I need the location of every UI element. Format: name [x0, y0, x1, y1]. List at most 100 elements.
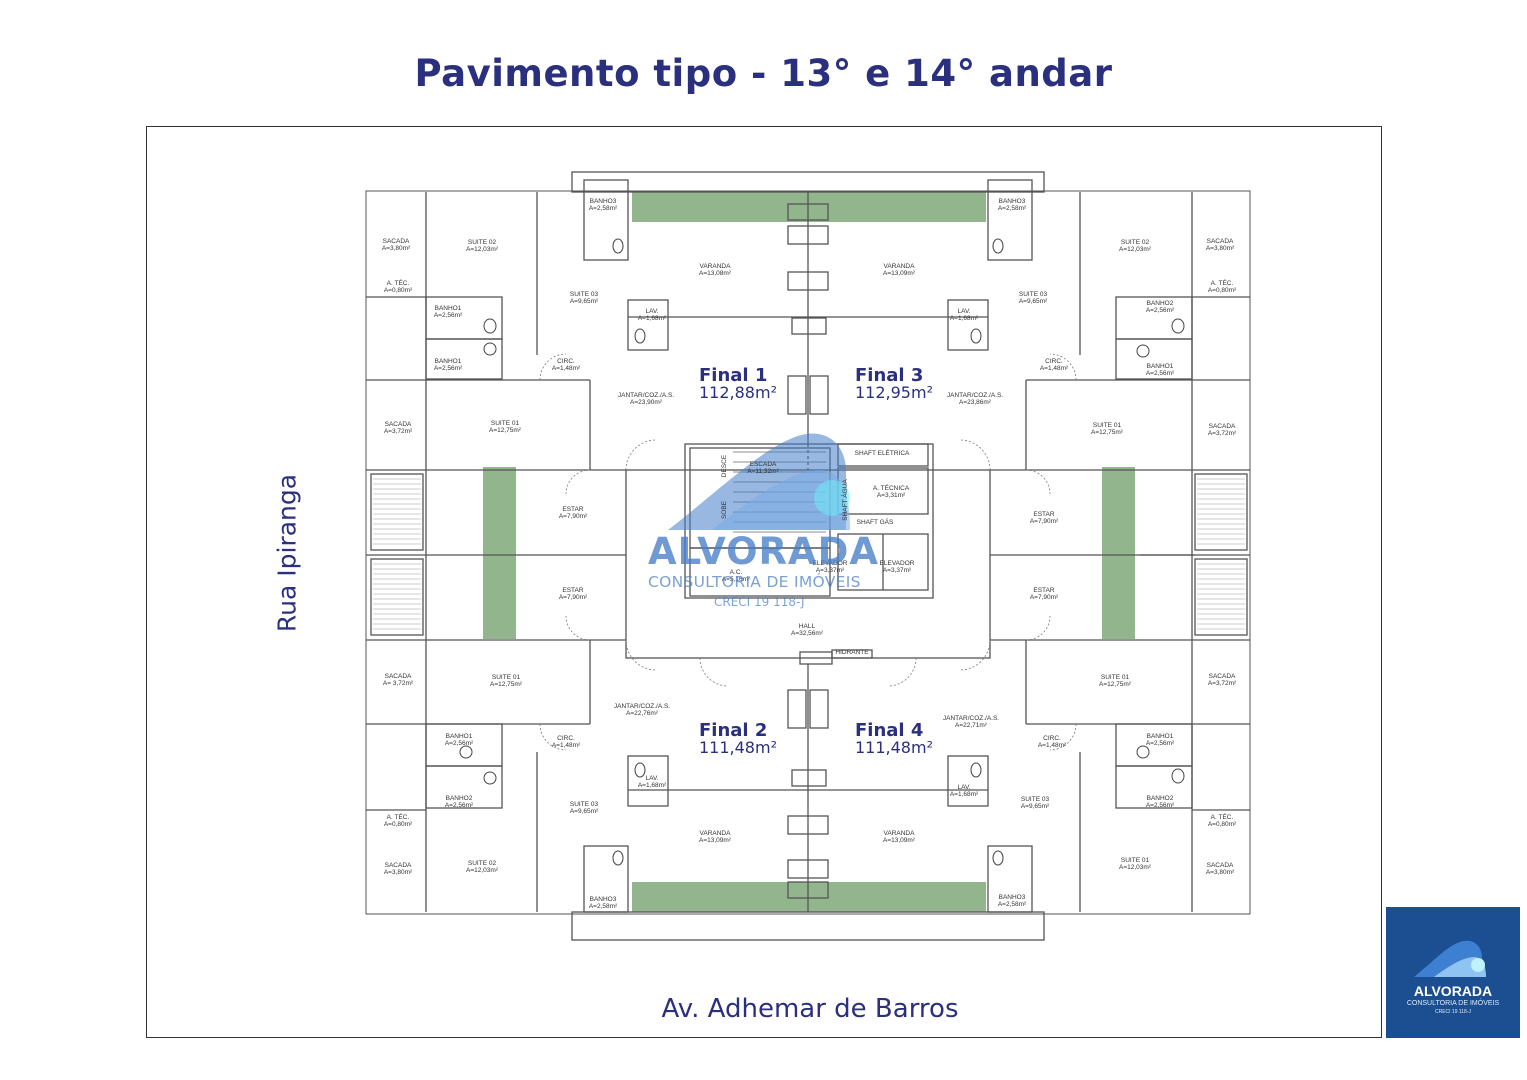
- room-area-23: A=12,75m²: [489, 427, 522, 434]
- room-name-2: BANHO3: [590, 198, 617, 205]
- room-area-18: A=1,48m²: [1040, 365, 1069, 372]
- room-name-18: CIRC.: [1045, 358, 1063, 365]
- room-area-14: A=1,68m²: [950, 315, 979, 322]
- room-area-51: A=2,56m²: [445, 802, 474, 809]
- room-name-10: SUITE 03: [1019, 291, 1048, 298]
- room-area-57: A=13,09m²: [699, 837, 732, 844]
- room-area-47: A=1,48m²: [1038, 742, 1067, 749]
- street-label-left: Rua Ipiranga: [272, 473, 302, 633]
- room-name-39: SACADA: [385, 673, 412, 680]
- room-area-59: A=3,80m²: [384, 869, 413, 876]
- room-area-52: A=2,56m²: [1146, 802, 1175, 809]
- room-name-41: SUITE 01: [1101, 674, 1130, 681]
- room-area-49: A=1,68m²: [638, 782, 667, 789]
- green-planters: [483, 192, 1135, 912]
- room-name-11: A. TÉC.: [1211, 278, 1234, 287]
- room-area-43: A=22,76m²: [626, 710, 659, 717]
- room-name-12: BANHO1: [435, 305, 462, 312]
- room-area-0: A=3,80m²: [382, 245, 411, 252]
- room-area-41: A=12,75m²: [1099, 681, 1132, 688]
- room-area-24: A=12,75m²: [1091, 429, 1124, 436]
- unit-area-0: 112,88m²: [699, 383, 777, 402]
- room-area-30: A=7,90m²: [559, 513, 588, 520]
- room-name-53: SUITE 03: [570, 801, 599, 808]
- room-area-32: A=5,16m²: [722, 576, 751, 583]
- room-name-26: ESCADA: [750, 461, 777, 468]
- room-area-63: A=2,58m²: [589, 903, 618, 910]
- unit-area-3: 111,48m²: [855, 738, 933, 757]
- room-name-9: SUITE 03: [570, 291, 599, 298]
- room-area-50: A=1,68m²: [950, 791, 979, 798]
- room-area-3: A=13,08m²: [699, 270, 732, 277]
- watermark-name: ALVORADA: [648, 530, 880, 573]
- unit-area-1: 112,95m²: [855, 383, 933, 402]
- room-name-46: CIRC.: [557, 735, 575, 742]
- room-area-6: A=12,03m²: [1119, 246, 1152, 253]
- room-name-42: SACADA: [1209, 673, 1236, 680]
- room-name-62: SACADA: [1207, 862, 1234, 869]
- room-name-45: BANHO1: [446, 733, 473, 740]
- room-name-40: SUITE 01: [492, 674, 521, 681]
- room-area-9: A=9,65m²: [570, 298, 599, 305]
- watermark-subtitle: CONSULTORIA DE IMÓVEIS: [648, 573, 861, 591]
- room-area-8: A=0,80m²: [384, 287, 413, 294]
- room-area-64: A=2,58m²: [998, 901, 1027, 908]
- logo-mark-icon: [1414, 940, 1486, 977]
- unit-area-2: 111,48m²: [699, 738, 777, 757]
- room-area-19: A=2,56m²: [1146, 370, 1175, 377]
- room-name-0: SACADA: [383, 238, 410, 245]
- room-area-16: A=2,56m²: [434, 365, 463, 372]
- room-name-44: JANTAR/COZ./A.S.: [943, 715, 999, 722]
- room-name-20: JANTAR/COZ./A.S.: [618, 392, 674, 399]
- room-area-15: A=2,56m²: [1146, 307, 1175, 314]
- watermark-logo: [668, 433, 850, 530]
- room-name-59: SACADA: [385, 862, 412, 869]
- stair-label-2: SHAFT ÁGUA: [840, 479, 849, 521]
- room-name-63: BANHO3: [590, 896, 617, 903]
- room-area-20: A=23,90m²: [630, 399, 663, 406]
- room-area-33: A=3,37m²: [816, 567, 845, 574]
- room-name-6: SUITE 02: [1121, 239, 1150, 246]
- page-title: Pavimento tipo - 13° e 14° andar: [414, 52, 1113, 95]
- room-name-8: A. TÉC.: [387, 278, 410, 287]
- room-area-53: A=9,65m²: [570, 808, 599, 815]
- room-name-36: ESTAR: [1033, 587, 1054, 594]
- room-name-48: BANHO1: [1147, 733, 1174, 740]
- room-area-58: A=13,09m²: [883, 837, 916, 844]
- room-area-21: A=23,86m²: [959, 399, 992, 406]
- room-name-25: SACADA: [1209, 423, 1236, 430]
- room-area-5: A=2,58m²: [998, 205, 1027, 212]
- room-area-44: A=22,71m²: [955, 722, 988, 729]
- room-area-7: A=3,80m²: [1206, 245, 1235, 252]
- room-area-13: A=1,68m²: [638, 315, 667, 322]
- room-name-4: VARANDA: [884, 263, 916, 270]
- room-name-61: SUITE 01: [1121, 857, 1150, 864]
- room-name-58: VARANDA: [884, 830, 916, 837]
- room-area-39: A= 3,72m²: [383, 680, 414, 687]
- room-name-30: ESTAR: [562, 506, 583, 513]
- corner-logo: ALVORADA CONSULTORIA DE IMÓVEIS CRECI 19…: [1386, 907, 1520, 1038]
- room-name-57: VARANDA: [700, 830, 732, 837]
- room-area-26: A=11,32m²: [747, 468, 779, 475]
- room-name-14: LAV.: [957, 308, 970, 315]
- room-name-38: HIDRANTE: [835, 649, 869, 656]
- room-area-56: A=0,80m²: [1208, 821, 1237, 828]
- room-area-25: A=3,72m²: [1208, 430, 1237, 437]
- room-area-4: A=13,09m²: [883, 270, 916, 277]
- corner-logo-creci: CRECI 19 118-J: [1434, 1009, 1472, 1015]
- room-name-16: BANHO1: [435, 358, 462, 365]
- street-label-bottom: Av. Adhemar de Barros: [661, 994, 959, 1024]
- bath-fixtures: [459, 238, 1185, 866]
- corner-logo-name: ALVORADA: [1413, 983, 1493, 999]
- room-name-27: SHAFT ELÉTRICA: [855, 448, 910, 457]
- room-name-47: CIRC.: [1043, 735, 1061, 742]
- room-name-49: LAV.: [645, 775, 658, 782]
- room-area-40: A=12,75m²: [490, 681, 523, 688]
- room-area-28: A=3,31m²: [877, 492, 906, 499]
- stair-label-1: SOBE: [721, 500, 728, 519]
- room-name-56: A. TÉC.: [1211, 812, 1234, 821]
- room-area-22: A=3,72m²: [384, 428, 413, 435]
- room-name-55: A. TÉC.: [387, 812, 410, 821]
